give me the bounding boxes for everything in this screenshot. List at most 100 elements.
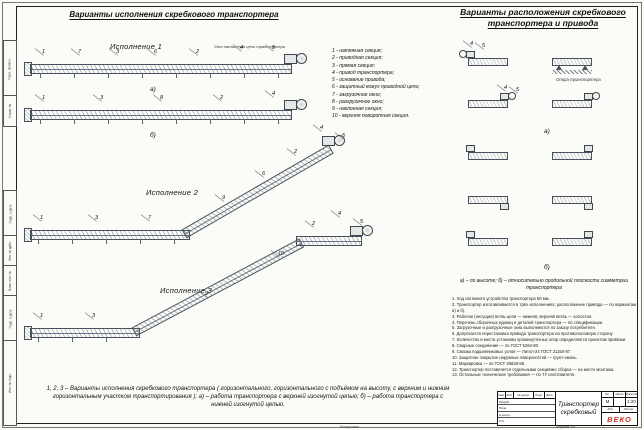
parts-list-item: 3 - прямая секция; [332,62,375,69]
callout-number: 1 [40,215,44,221]
parts-list-item: 10 - верхняя поворотная секция. [332,113,410,120]
mass-label: Масса [614,392,626,397]
drive-motor-icon [362,225,373,236]
drive-motor-icon [296,53,307,64]
drive-gearbox [466,145,475,152]
note-line: 6. Допускается перестановка привода тран… [452,331,614,337]
role-row: Пров. [498,405,555,412]
ground-hatch [552,70,592,74]
callout-number: 3 [116,49,120,55]
conveyor-supports [38,239,188,244]
lit-value: М [602,398,614,406]
margin-label: Подп. и дата [8,204,12,223]
callout-number: 4 [320,125,324,131]
note-line: 9. Смазка подшипниковых узлов — Литол-24… [452,348,572,354]
mini-conveyor [468,152,508,160]
revision-header-row: Изм. Лист № докум. Подп. Дата [498,392,555,399]
callout-number: 1 [42,95,46,101]
bottom-note: 1, 2, 3 – Варианты исполнения скребковог… [46,386,450,408]
callout-number: 1 [42,49,46,55]
drive-gearbox [584,145,593,152]
callout-number: 2 [220,95,224,101]
callout-number: 5 [272,45,276,51]
parts-list-item: 2 - приводная секция; [332,55,383,62]
callout-number: 8 [160,95,164,101]
mass-value [614,398,626,406]
sheets-label: Листов [623,406,634,411]
note-line: 10. Защитное покрытие наружных поверхнос… [452,354,578,360]
execution-1-label: Исполнение 1 [110,42,163,51]
parts-list-item: 7 - загрузочное окно; [332,91,382,98]
mini-conveyor [552,238,592,246]
drive-gearbox [584,231,593,238]
callout-number: 2 [312,221,316,227]
notes-block: 1. Ход натяжного устройства транспортера… [452,296,636,378]
labels-row: Лит. Масса Масштаб [602,392,637,398]
callout-number: 3 [92,313,96,319]
callout-number: 5 [516,87,520,93]
callout-number: 7 [148,215,152,221]
callout-number: 2 [196,49,200,55]
sheet-label: Лист [602,406,620,412]
copied-label: Копировал [340,424,360,429]
arrangement-caption: а) – по высоте; б) – относительно продол… [459,278,629,291]
margin-cell: Справ. № [3,95,17,127]
support-icon [582,65,588,70]
margin-label: Инв. № дубл. [8,241,12,261]
callout-number: 6 [262,171,266,177]
sheet-row: Лист Листов [602,406,637,413]
scale-value: 1:20 [627,399,636,404]
margin-cell: Инв. № подл. [3,340,17,426]
note-line: 1. Ход натяжного устройства транспортера… [452,296,550,301]
callout-number: 4 [272,91,276,97]
parts-list: 1 - натяжная секция; 2 - приводная секци… [332,48,420,121]
support-icon [556,65,562,70]
parts-list-item: 5 - основание привода; [332,77,386,83]
role-row: Н.контр. [498,412,555,419]
parts-list-item: 6 - защитный кожух приводной цепи; [332,84,420,91]
sheet-title-left: Варианты исполнения скребкового транспор… [69,10,279,19]
margin-cell: Подп. и дата [3,190,17,237]
note-line: 4. Перечень сборочных единиц и деталей т… [452,319,604,325]
callout-number: 1 [40,313,44,319]
conveyor-supports [40,119,282,124]
mini-conveyor [468,196,508,204]
header-cell: Лист [506,392,514,398]
callout-number: 4 [504,85,508,91]
callout-number: 6 [154,49,158,55]
arrangement-a-label: а) [544,128,550,135]
margin-cell: Перв. примен. [3,40,17,97]
tension-unit-label: Узел натяжения цепи транспортера [214,44,285,49]
callout-number: 7 [78,49,82,55]
header-cell: Подп. [534,392,545,398]
variant-b-label: б) [150,132,156,139]
header-cell: Изм. [498,392,506,398]
header-cell: Дата [546,393,553,397]
execution-3-label: Исполнение 3 [160,286,213,295]
note-line: 3. Рабочая (несущая) ветвь цепи — нижняя… [452,313,593,319]
mini-conveyor [552,152,592,160]
conveyor-top-section [296,236,362,246]
support-label: Опора транспортера [556,77,601,82]
margin-label: Перв. примен. [8,57,13,80]
header-cell: № докум. [514,392,534,398]
company-logo: ВЕКО [607,415,632,424]
role-row: Разраб. [498,399,555,406]
role-row: Утв. [499,419,505,424]
callout-number: 2 [294,149,298,155]
callout-number: 3 [95,215,99,221]
note-line: 5. Загрузочные и разгрузочные окна выпол… [452,325,596,331]
callout-number: 4 [240,45,244,51]
note-line: 8. Сварные соединения — по ГОСТ 5264-80. [452,343,540,348]
note-line: 2. Транспортер изготавливается в трёх ис… [452,301,636,313]
margin-label: Подп. и дата [8,309,12,328]
variant-a-label: а) [150,86,156,93]
callout-number: 4 [338,211,342,217]
callout-number: 5 [360,219,364,225]
mini-conveyor [468,238,508,246]
note-line: 13. Остальные технические требования — п… [452,372,576,378]
title-block-right: Лит. Масса Масштаб М 1:20 Лист Листов ВЕ… [602,392,637,425]
parts-list-item: 4 - привод транспортера; [332,69,395,76]
